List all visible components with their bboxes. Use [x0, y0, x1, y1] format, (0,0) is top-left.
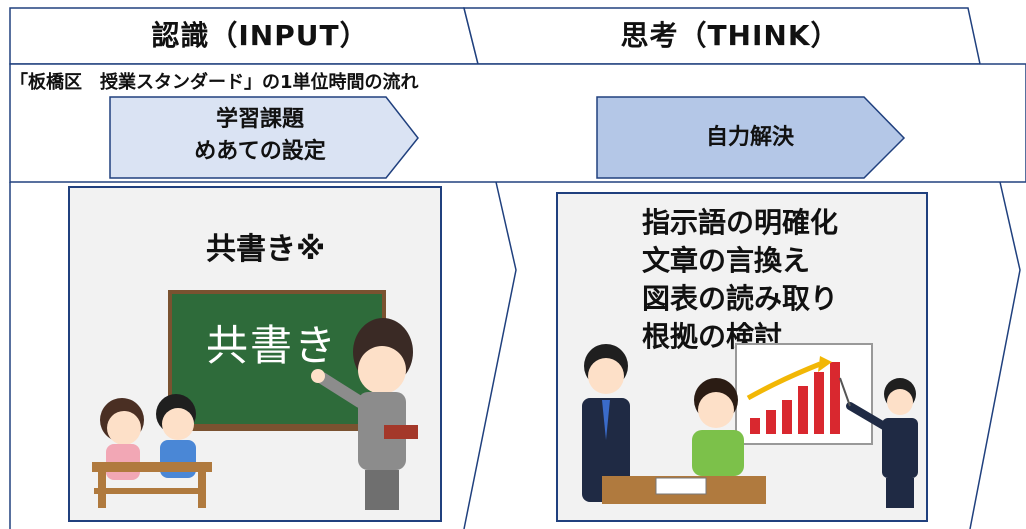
input-card-title: 共書き※ [206, 232, 326, 267]
think-chevron-edge [969, 181, 1021, 529]
presenter-figure [839, 377, 918, 508]
input-step-line-1: 学習課題 [215, 107, 304, 132]
think-step-label: 自力解決 [705, 125, 794, 150]
chalkboard-text: 共書き [206, 321, 339, 370]
input-step-arrow [109, 96, 419, 179]
think-item: 指示語の明確化 [642, 206, 839, 239]
think-list: 指示語の明確化 文章の言換え 図表の読み取り 根拠の検討 [642, 204, 838, 356]
flow-subtitle: 「板橋区 授業スタンダード」の1単位時間の流れ [10, 72, 419, 93]
think-item: 文章の言換え [642, 244, 811, 277]
input-chevron-edge [463, 181, 517, 529]
input-step-line-2: めあての設定 [194, 139, 326, 164]
presentation-board [735, 343, 873, 445]
input-step-label: 学習課題 めあての設定 [150, 104, 370, 168]
teacher-figure [311, 318, 418, 510]
suit-teacher [582, 344, 630, 502]
desks [92, 462, 212, 508]
think-header: 思考（THINK） [620, 19, 840, 52]
reading-student [602, 378, 766, 504]
think-item: 図表の読み取り [642, 282, 839, 315]
input-header: 認識（INPUT） [151, 19, 369, 52]
think-step-arrow [596, 96, 906, 179]
